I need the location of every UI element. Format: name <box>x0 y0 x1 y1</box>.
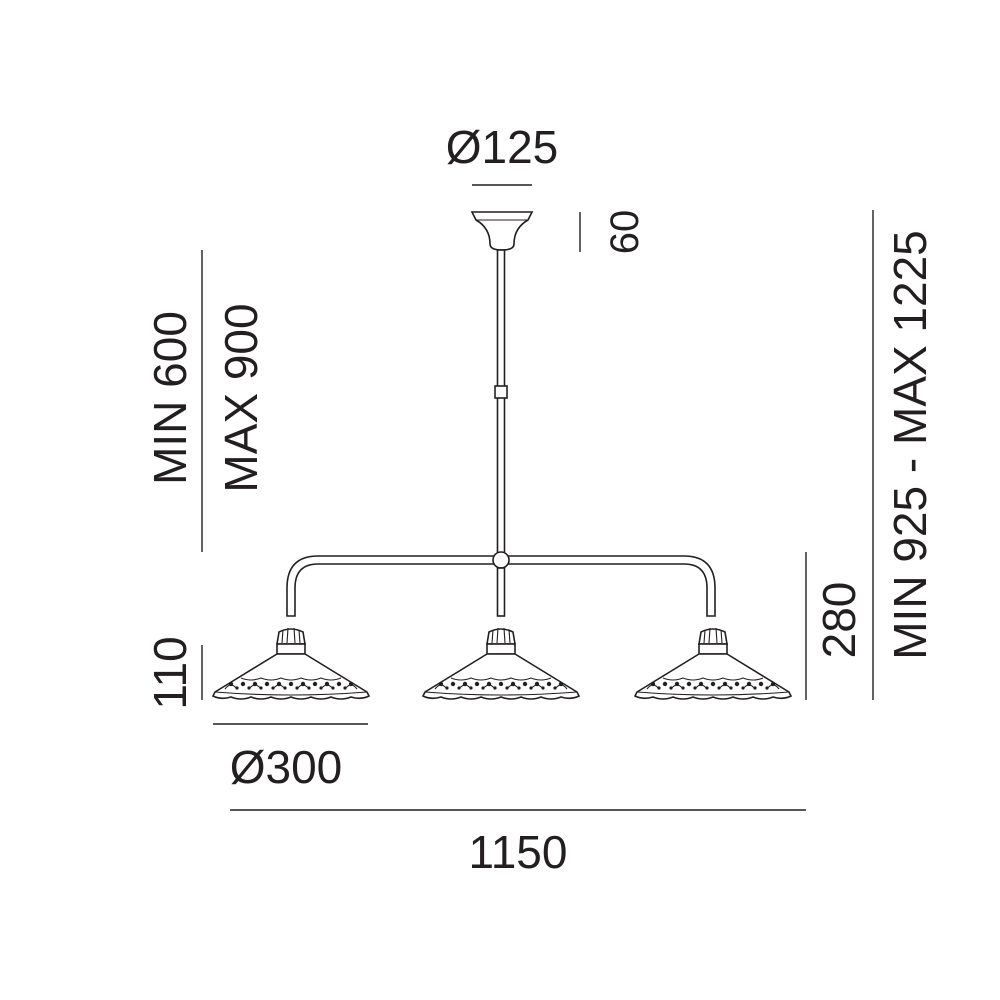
rod-coupling <box>494 385 508 399</box>
total-width-label: 1150 <box>469 826 568 878</box>
total-height-label: MIN 925 - MAX 1225 <box>884 230 936 660</box>
rod-length-max-label: MAX 900 <box>215 303 267 492</box>
lamp-body <box>212 211 792 700</box>
right-shade <box>634 627 792 700</box>
cross-arm <box>286 555 716 617</box>
canopy <box>470 211 534 251</box>
suspension-rod <box>496 249 506 555</box>
rod-length-min-label: MIN 600 <box>144 311 196 485</box>
dimension-lines <box>201 184 874 811</box>
arm-drop-label: 280 <box>813 582 865 659</box>
shade-height-label: 110 <box>144 636 196 709</box>
left-shade <box>212 627 370 700</box>
center-hub <box>492 551 510 569</box>
canopy-height-label: 60 <box>603 210 647 255</box>
canopy-diameter-label: Ø125 <box>446 121 559 173</box>
shade-diameter-label: Ø300 <box>230 741 343 793</box>
center-shade <box>422 627 580 700</box>
